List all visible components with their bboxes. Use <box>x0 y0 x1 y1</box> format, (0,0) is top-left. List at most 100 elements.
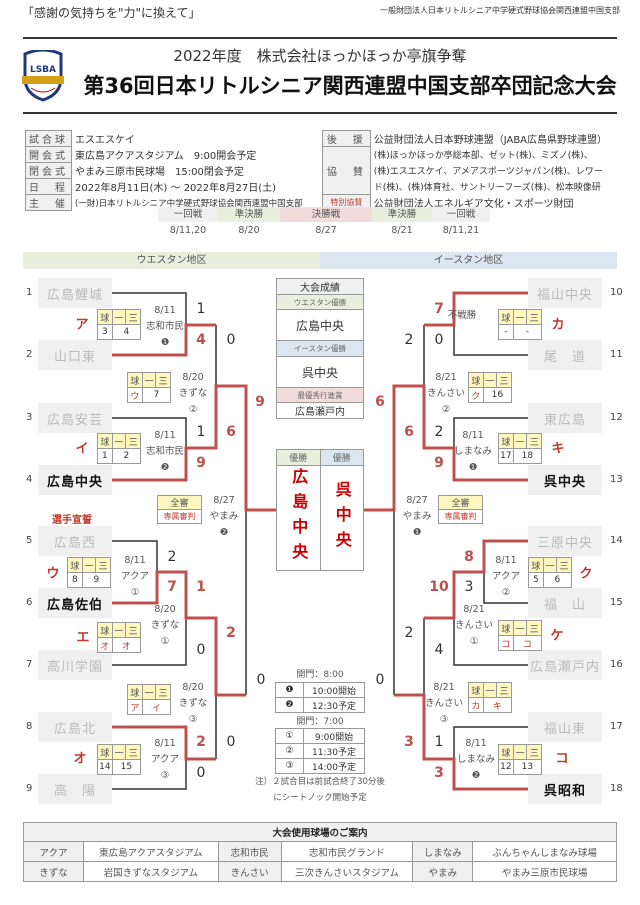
row: 全審 <box>157 495 202 510</box>
team-number: 13 <box>610 474 623 485</box>
box-header: 三 <box>125 433 141 449</box>
east-winner-label: イースタン優勝 <box>276 340 364 357</box>
team-14[interactable]: 三原中央 <box>528 526 602 556</box>
match-date: 8/11 <box>495 555 517 566</box>
match-label: ア <box>75 317 89 333</box>
venue-abbr: きずな <box>23 861 84 882</box>
team-number: 7 <box>26 659 33 670</box>
match-venue: きんさい <box>426 388 466 399</box>
row: 専属審判 <box>157 509 202 524</box>
match-venue: やまみ <box>402 511 432 522</box>
info-label: 試合球 <box>25 130 72 147</box>
team-17[interactable]: 福山東 <box>528 712 602 742</box>
score: 9 <box>434 455 444 471</box>
match-label: ケ <box>550 628 564 644</box>
team-5[interactable]: 広島西 <box>38 526 112 556</box>
box-header: 三 <box>556 557 572 573</box>
score: 3 <box>404 734 414 750</box>
box-value-row: オオ <box>97 637 142 653</box>
team-18[interactable]: 呉昭和 <box>528 774 602 804</box>
match-venue: しまなみ <box>453 446 493 457</box>
match-date: 8/20 <box>182 372 204 383</box>
info-row: 試合球エスエスケイ <box>25 130 320 147</box>
svg-text:LSBA: LSBA <box>30 65 56 75</box>
match-score-box: 球一三オオ <box>97 622 142 653</box>
divider <box>23 37 617 39</box>
bracket-line <box>453 726 528 759</box>
box-value-row: -- <box>498 324 543 340</box>
box-header: 三 <box>125 309 141 325</box>
score: 10 <box>429 579 449 595</box>
team-number: 15 <box>610 597 623 608</box>
base-value: 15 <box>111 759 142 775</box>
team-6[interactable]: 広島佐伯 <box>38 588 112 618</box>
schedule-note: 注）２試合目は前試合終了30分後 <box>255 777 385 787</box>
team-15[interactable]: 福 山 <box>528 588 602 618</box>
special-sponsor-value: 公益財団法人エネルギア文化・スポーツ財団 <box>373 199 574 210</box>
team-10[interactable]: 福山中央 <box>528 278 602 308</box>
base-value: 13 <box>512 759 543 775</box>
team-4[interactable]: 広島中央 <box>38 465 112 495</box>
score: 8 <box>464 549 474 565</box>
box-header-row: 球一三 <box>528 557 572 573</box>
box-header: 三 <box>526 620 542 636</box>
umpire-head: 全審 <box>157 495 202 510</box>
box-header: 三 <box>496 372 512 388</box>
team-8[interactable]: 広島北 <box>38 712 112 742</box>
bracket-line <box>112 417 187 448</box>
match-slot: ③ <box>160 770 170 781</box>
team-12[interactable]: 東広島 <box>528 403 602 433</box>
match-venue: きずな <box>178 698 208 709</box>
score: 1 <box>196 579 206 595</box>
winner-path <box>112 384 276 512</box>
venue-name: やまみ三原市民球場 <box>472 861 617 882</box>
ball-value: 1 <box>97 448 113 464</box>
slogan: 「感謝の気持ちを"力"に換えて」 <box>22 6 201 20</box>
box-header-row: 球一三 <box>127 372 171 388</box>
box-header: 球 <box>468 372 484 388</box>
base-value: - <box>512 324 543 340</box>
ball-value: カ <box>468 697 484 713</box>
box-header: 一 <box>111 622 127 638</box>
team-11[interactable]: 尾 道 <box>528 340 602 370</box>
winner-path <box>112 570 246 697</box>
ball-value: ク <box>468 387 484 403</box>
team-3[interactable]: 広島安芸 <box>38 403 112 433</box>
match-label: ク <box>579 566 593 582</box>
venue-table-title: 大会使用球場のご案内 <box>23 822 617 842</box>
box-header-row: 球一三 <box>468 372 512 388</box>
gate-time-1: 開門：8:00 <box>296 670 344 680</box>
bracket-line <box>112 540 158 572</box>
team-9[interactable]: 高 陽 <box>38 774 112 804</box>
team-number: 4 <box>26 474 33 485</box>
match-score-box: 球一三カキ <box>468 682 513 713</box>
team-16[interactable]: 広島瀬戸内 <box>528 650 602 680</box>
match-venue: アクア <box>491 571 521 582</box>
box-header: 三 <box>526 309 542 325</box>
team-7[interactable]: 高川学園 <box>38 650 112 680</box>
sponsor-line: ド(株)、(株)体育社、サントリーフーズ(株)、松本映像研 <box>373 183 601 193</box>
team-2[interactable]: 山口東 <box>38 340 112 370</box>
team-1[interactable]: 広島鯉城 <box>38 278 112 308</box>
schedule-slot: ③ <box>275 758 304 774</box>
match-date: 8/11 <box>154 430 176 441</box>
match-slot: ① <box>130 587 140 598</box>
box-header-row: 球一三 <box>127 684 171 700</box>
gate-time-2: 開門：7:00 <box>296 717 344 727</box>
score: 4 <box>196 332 206 348</box>
team-number: 18 <box>610 783 623 794</box>
page-title: 第36回日本リトルシニア関西連盟中国支部卒団記念大会 <box>83 74 617 98</box>
score: 2 <box>167 549 177 565</box>
venue-abbr: しまなみ <box>412 841 474 862</box>
box-header: 一 <box>512 309 528 325</box>
team-13[interactable]: 呉中央 <box>528 465 602 495</box>
